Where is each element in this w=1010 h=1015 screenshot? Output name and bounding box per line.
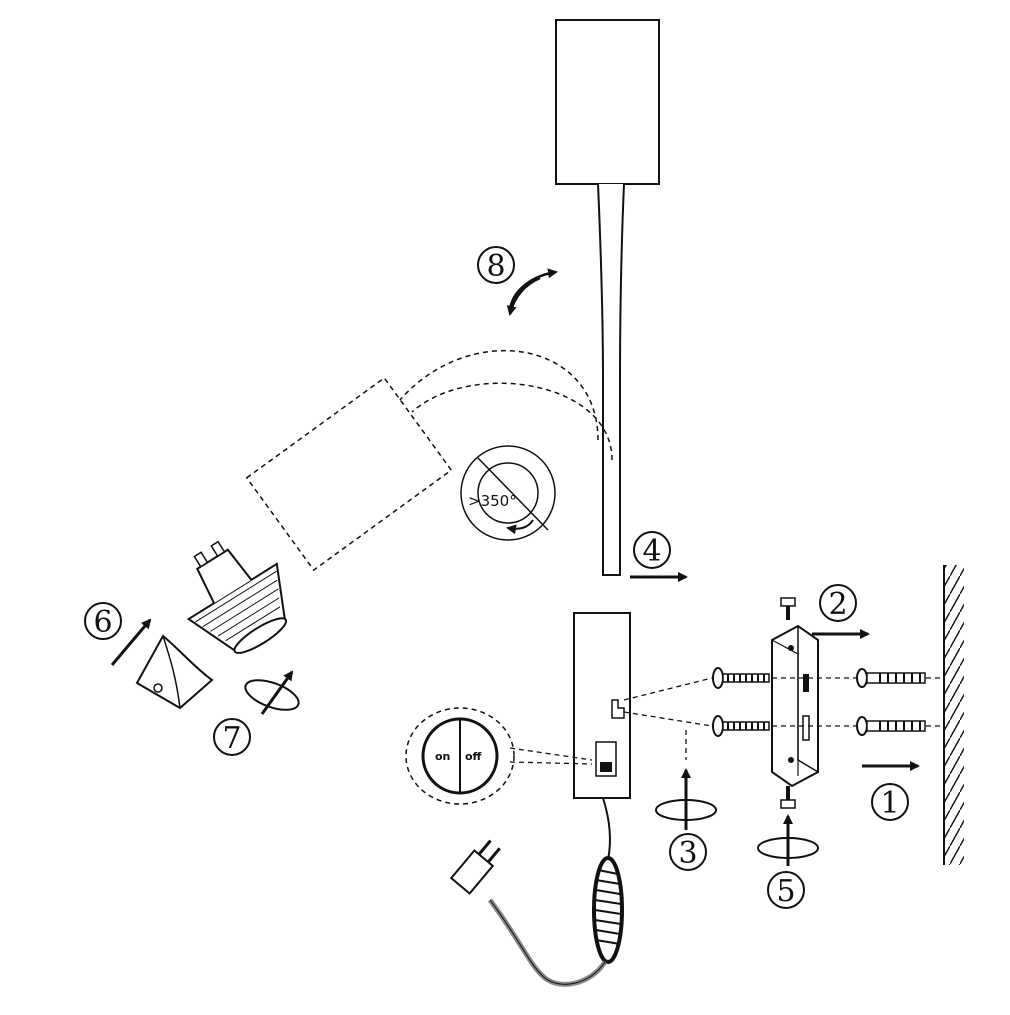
step-5-number: 5 <box>776 874 795 909</box>
wall-plug-lower <box>856 716 926 736</box>
step-1-label: 1 <box>871 783 909 821</box>
assembly-guidelines <box>623 677 940 760</box>
step-5-label: 5 <box>767 871 805 909</box>
dashed-lamp-head <box>245 376 453 572</box>
step-3-label: 3 <box>669 833 707 871</box>
top-grub-screw <box>780 597 796 620</box>
switch-off-label: off <box>465 750 482 763</box>
step-6-number: 6 <box>93 605 112 640</box>
rotation-limit-symbol: >350° <box>460 445 556 541</box>
step-4-number: 4 <box>642 534 661 569</box>
gooseneck-arm <box>597 183 625 576</box>
wall-plug-upper <box>856 668 926 688</box>
gu10-bulb <box>186 540 288 654</box>
dashed-arm-position-inner <box>411 382 613 461</box>
step-6-label: 6 <box>84 602 122 640</box>
step-2-label: 2 <box>819 584 857 622</box>
step-7-number: 7 <box>222 721 241 756</box>
step-8-rotation-arrows <box>506 268 558 316</box>
bottom-grub-screw <box>780 786 796 809</box>
wood-screw-upper <box>712 667 770 689</box>
wood-screw-lower <box>712 715 770 737</box>
lamp-head <box>555 19 660 185</box>
switch-on-label: on <box>435 750 450 763</box>
power-plug <box>449 839 501 895</box>
step-2-number: 2 <box>828 587 847 622</box>
rotation-label: >350° <box>468 492 517 510</box>
cable-coil <box>592 856 624 964</box>
step-6-arrow <box>110 618 152 666</box>
step-1-number: 1 <box>880 786 899 821</box>
step-4-label: 4 <box>633 531 671 569</box>
dashed-arm-position <box>399 349 599 441</box>
step-3-rotation <box>655 768 717 830</box>
mounting-slot <box>611 699 625 719</box>
cable-to-plug <box>487 898 608 987</box>
wall <box>943 565 964 865</box>
step-8-number: 8 <box>486 249 505 284</box>
bulb-reflector <box>135 634 214 710</box>
power-cable <box>602 797 612 861</box>
step-3-number: 3 <box>678 836 697 871</box>
step-8-label: 8 <box>477 246 515 284</box>
switch-zoom: on off <box>405 707 515 805</box>
step-7-ring <box>244 670 300 715</box>
step-5-rotation <box>757 814 819 866</box>
mounting-bracket <box>771 624 819 788</box>
step-7-label: 7 <box>213 718 251 756</box>
